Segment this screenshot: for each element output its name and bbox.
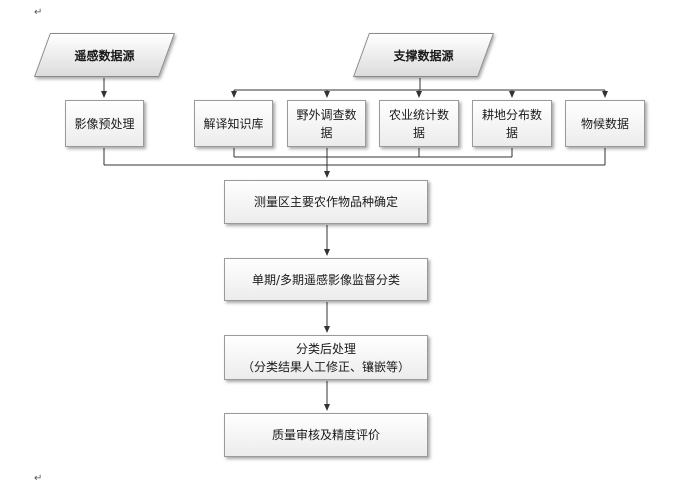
support-data-source-label: 支撑数据源 <box>393 48 454 63</box>
agri-stats-label: 农业统计数据 <box>388 107 449 140</box>
determine-crops-box: 测量区主要农作物品种确定 <box>224 180 428 224</box>
field-survey-label: 野外调查数据 <box>296 107 357 140</box>
farmland-dist-box: 耕地分布数据 <box>472 100 552 147</box>
support-data-source: 支撑数据源 <box>352 33 495 77</box>
phenology-box: 物候数据 <box>565 100 645 147</box>
agri-stats-box: 农业统计数据 <box>379 100 459 147</box>
knowledge-base-label: 解译知识库 <box>203 116 264 131</box>
paragraph-mark-bottom: ↵ <box>34 473 43 484</box>
preprocess-box: 影像预处理 <box>65 100 144 147</box>
preprocess-label: 影像预处理 <box>74 116 135 131</box>
remote-data-source: 遥感数据源 <box>33 33 176 77</box>
farmland-dist-label: 耕地分布数据 <box>481 107 542 140</box>
postprocess-detail: （分类结果人工修正、镶嵌等） <box>241 359 410 374</box>
paragraph-mark-top: ↵ <box>34 7 43 18</box>
classification-box: 单期/多期遥感影像监督分类 <box>224 258 428 301</box>
postprocess-title: 分类后处理 <box>295 341 356 356</box>
postprocess-box: 分类后处理 （分类结果人工修正、镶嵌等） <box>224 335 428 380</box>
knowledge-base-box: 解译知识库 <box>194 100 273 147</box>
classification-label: 单期/多期遥感影像监督分类 <box>251 272 401 287</box>
quality-label: 质量审核及精度评价 <box>271 428 380 442</box>
phenology-label: 物候数据 <box>580 116 629 131</box>
determine-crops-label: 测量区主要农作物品种确定 <box>253 195 398 209</box>
quality-box: 质量审核及精度评价 <box>224 413 428 457</box>
remote-data-source-label: 遥感数据源 <box>74 48 135 63</box>
field-survey-box: 野外调查数据 <box>287 100 366 147</box>
